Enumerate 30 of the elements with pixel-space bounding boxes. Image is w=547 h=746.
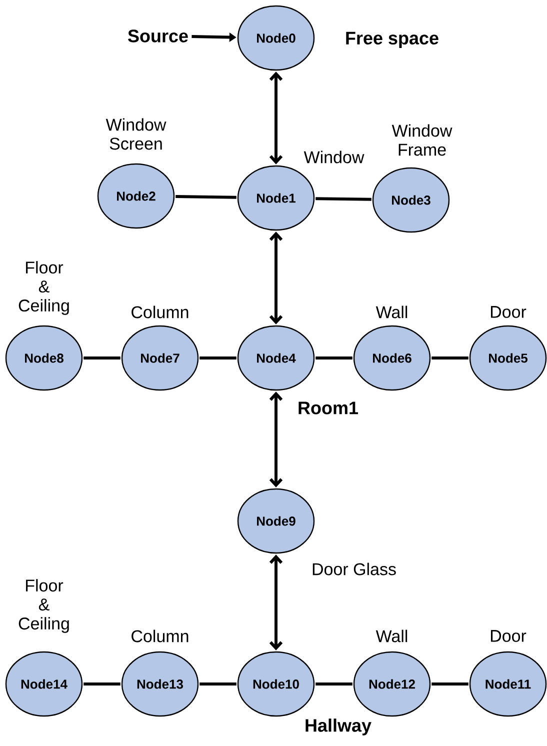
node-caption: Wall [376,306,408,318]
connector-line [176,195,236,199]
connector-line [432,682,468,686]
node-caption: Window Frame [392,124,452,156]
node-caption: Room1 [298,402,358,414]
arrow [269,72,283,164]
node-caption: Floor & Ceiling [18,261,69,315]
node-caption: Column [132,306,188,318]
node-caption: Door [490,630,526,642]
node-caption: Hallway [306,718,372,736]
connector-line [200,682,236,686]
connector-line [316,356,352,360]
connector-line [432,356,468,360]
node-caption: Door Glass [312,562,396,576]
node-caption: Free space [346,32,438,48]
node-caption: Floor & Ceiling [18,579,69,633]
arrow [269,232,283,324]
source-label: Source [128,30,188,42]
node-caption: Door [490,306,526,318]
arrow [269,392,283,488]
connector-line [200,356,236,360]
node-caption: Column [132,630,188,642]
node-caption: Window Screen [106,118,166,150]
arrow [269,554,283,650]
connector-line [84,682,120,686]
connector-line [84,356,120,360]
node-caption: Wall [376,630,408,642]
connector-line [316,682,352,686]
connector-line [316,197,372,201]
node-caption: Window [304,150,364,164]
